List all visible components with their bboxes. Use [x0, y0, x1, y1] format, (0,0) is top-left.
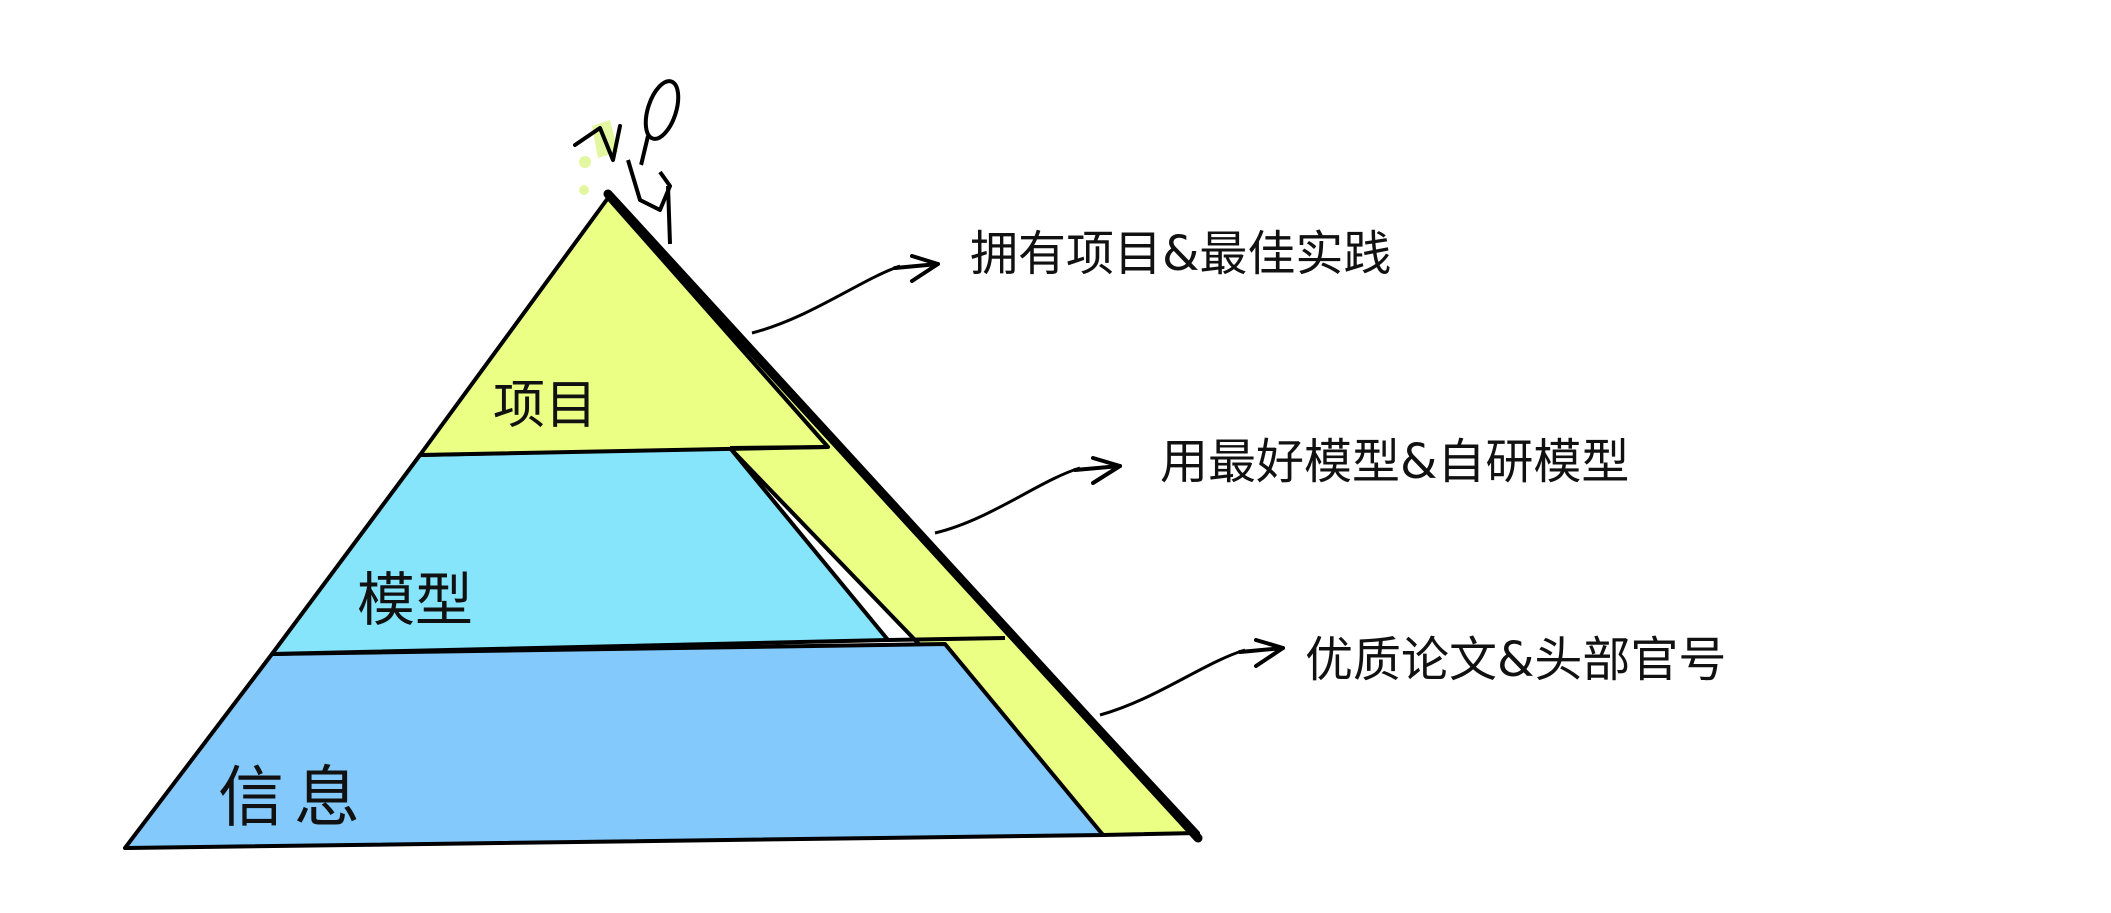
annotation-text-middle: 用最好模型&自研模型 [1160, 434, 1629, 490]
annotation-arrow-top [751, 254, 940, 335]
side-divider-lower [887, 636, 1006, 642]
annotation-text-bottom: 优质论文&头部官号 [1305, 632, 1726, 688]
pyramid-layer-bottom [123, 642, 1105, 850]
layer-label-top: 项目 [493, 376, 597, 436]
annotation-text-top: 拥有项目&最佳实践 [970, 226, 1391, 282]
stick-figure-icon [573, 79, 681, 245]
annotation-arrow-middle [934, 456, 1122, 535]
side-divider-upper [729, 445, 829, 450]
layer-label-middle: 模型 [357, 566, 473, 634]
annotation-arrow-bottom [1099, 638, 1285, 717]
pyramid-layer-top [418, 196, 830, 457]
layer-label-bottom: 信息 [218, 759, 370, 836]
pyramid-right-edge [603, 189, 1203, 843]
